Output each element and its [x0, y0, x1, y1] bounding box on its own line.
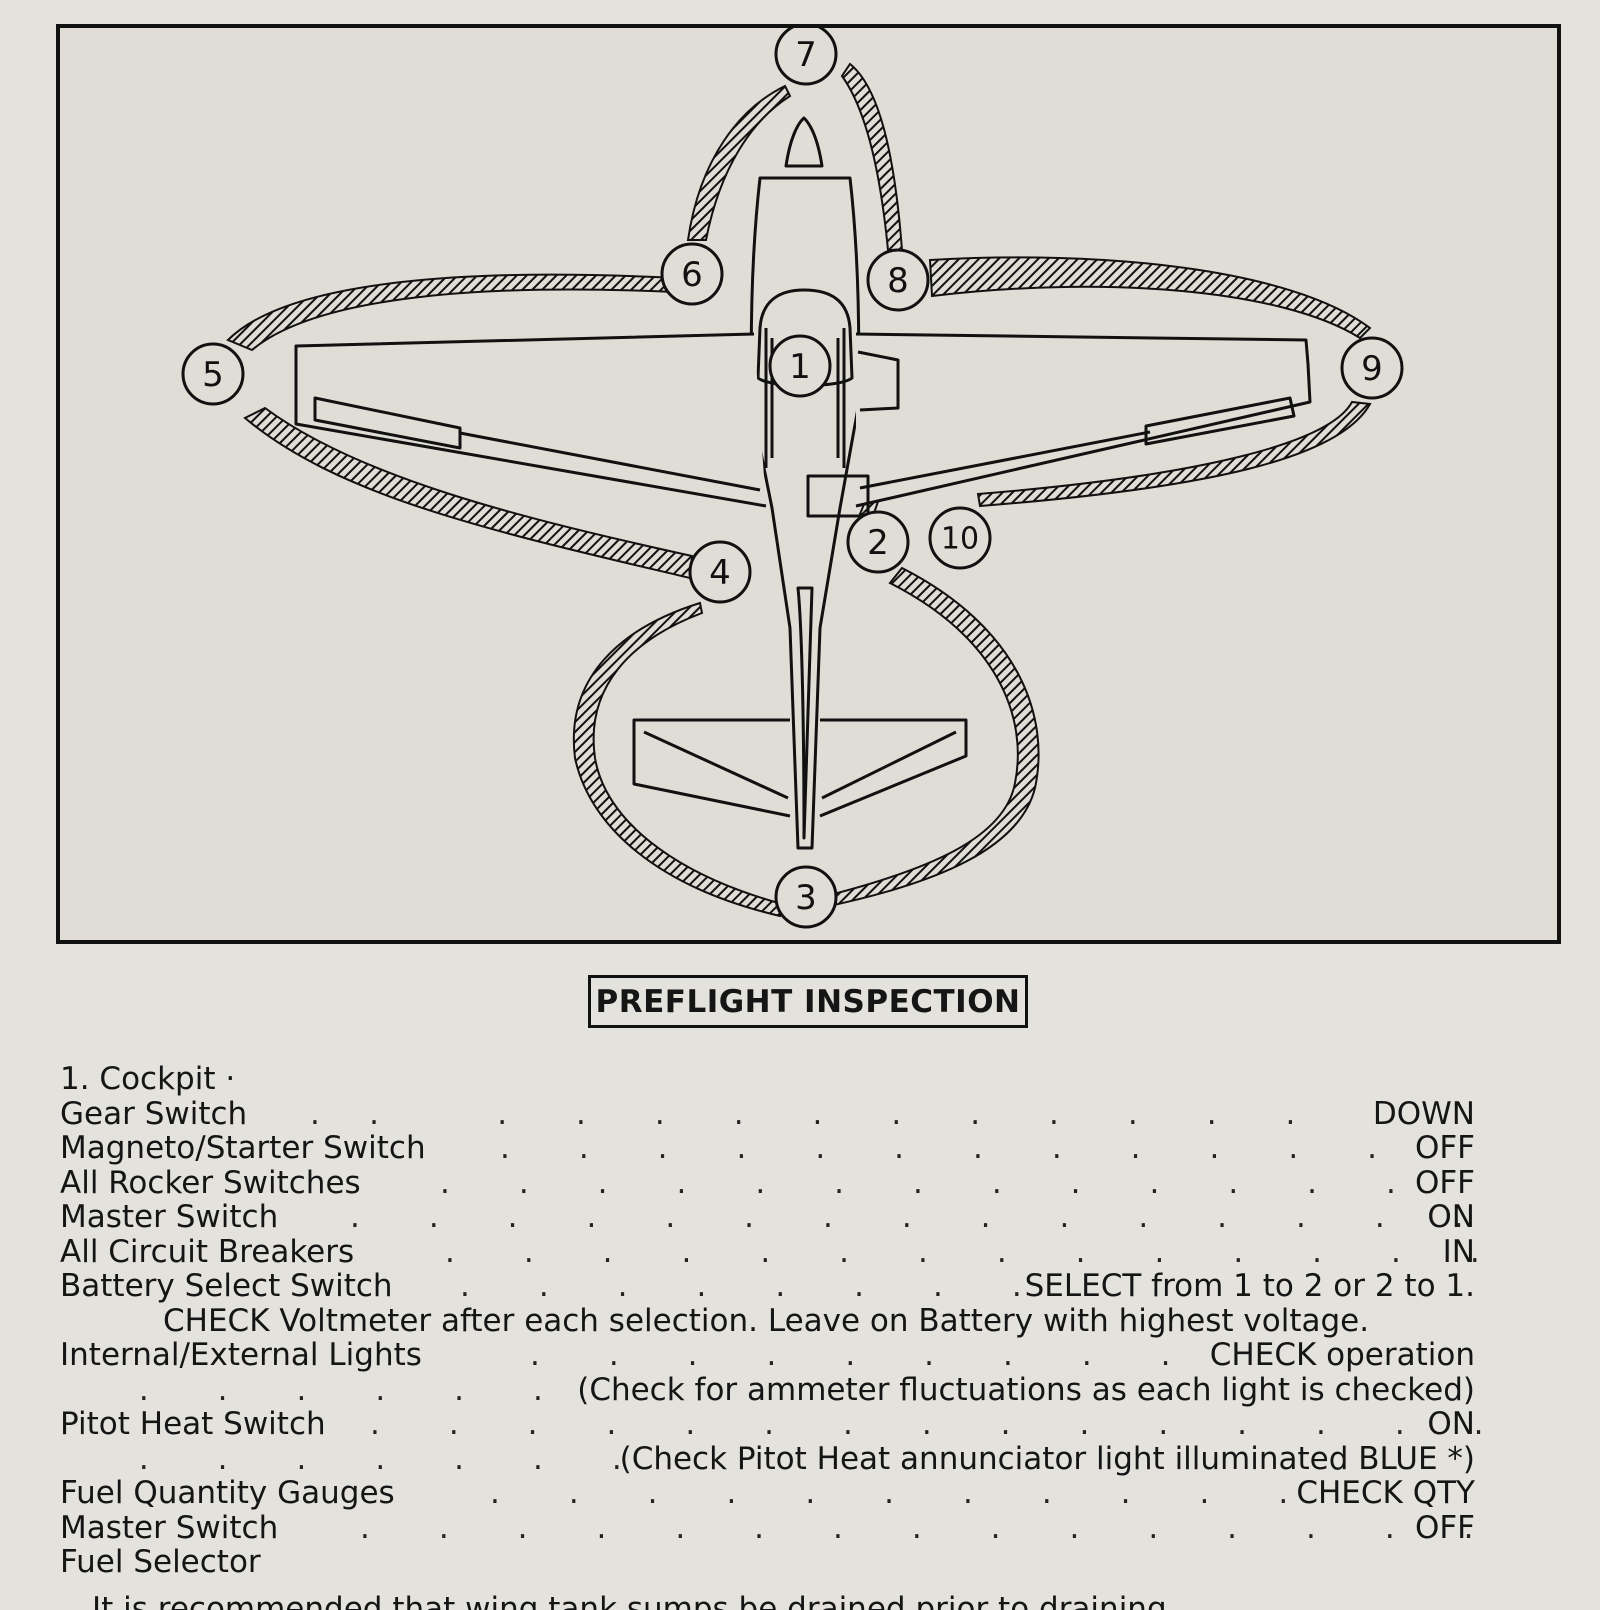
aircraft-outline — [294, 116, 1312, 850]
svg-text:2: 2 — [867, 523, 889, 563]
checklist-row: Gear Switch . . . . . . . . . . . . . DO… — [60, 1095, 1475, 1132]
stop-marker-2: 2 — [846, 510, 910, 574]
item-value: CHECK QTY — [1296, 1475, 1475, 1511]
svg-text:5: 5 — [202, 355, 224, 395]
checklist-heading: 1. Cockpit · — [60, 1062, 1475, 1097]
checklist-row: Master Switch . . . . . . . . . . . . . … — [60, 1509, 1475, 1546]
item-label: Master Switch — [60, 1509, 279, 1546]
path-3-4 — [572, 601, 784, 918]
stop-marker-7: 7 — [774, 28, 838, 86]
checklist-row: Fuel Quantity Gauges . . . . . . . . . .… — [60, 1476, 1475, 1511]
checklist-note: CHECK Voltmeter after each selection. Le… — [60, 1302, 1475, 1339]
item-value: IN — [1442, 1233, 1475, 1270]
checklist-row: All Circuit Breakers . . . . . . . . . .… — [60, 1233, 1480, 1270]
item-value: OFF — [1414, 1130, 1475, 1166]
item-label: Fuel Quantity Gauges — [60, 1475, 395, 1511]
item-label: Gear Switch — [60, 1095, 248, 1132]
checklist-row: Battery Select Switch . . . . . . . . SE… — [60, 1269, 1475, 1304]
svg-text:10: 10 — [941, 522, 979, 557]
checklist-row: Pitot Heat Switch . . . . . . . . . . . … — [60, 1406, 1484, 1442]
item-label: Magneto/Starter Switch — [60, 1130, 426, 1166]
path-4-5 — [243, 406, 694, 580]
item-label: Fuel Selector — [60, 1544, 261, 1580]
item-label: Battery Select Switch — [60, 1268, 393, 1304]
leader-dots: . . . . . . . . . . . — [490, 1475, 1289, 1511]
note-text: (Check Pitot Heat annunciator light illu… — [619, 1440, 1475, 1477]
checklist-row: Fuel Selector — [60, 1545, 1475, 1580]
checklist-note: . . . . . . (Check for ammeter fluctuati… — [60, 1371, 1475, 1408]
item-value: OFF — [1414, 1509, 1475, 1546]
note-text: (Check for ammeter fluctuations as each … — [577, 1371, 1475, 1408]
walkaround-diagram: 1 2 3 4 5 — [56, 24, 1561, 944]
item-value: OFF — [1414, 1164, 1475, 1201]
leader-dots: . . . . . . . . . . . . . — [440, 1164, 1396, 1201]
item-label: All Circuit Breakers — [60, 1233, 355, 1270]
stop-marker-6: 6 — [660, 242, 724, 306]
checklist-row: Magneto/Starter Switch . . . . . . . . .… — [60, 1131, 1475, 1166]
item-label: Pitot Heat Switch — [60, 1406, 326, 1442]
leader-dots: . . . . . . . . . . . . — [500, 1130, 1378, 1166]
item-value: SELECT from 1 to 2 or 2 to 1. — [1024, 1268, 1475, 1304]
checklist-heading-text: 1. Cockpit · — [60, 1061, 236, 1097]
leader-dots: . . . . . . . . . . . . . — [310, 1095, 1296, 1132]
stop-marker-10: 10 — [928, 506, 992, 570]
stop-marker-1: 1 — [768, 334, 832, 398]
stop-marker-3: 3 — [774, 865, 838, 929]
cut-off-text: It is recommended that wing tank sumps b… — [92, 1590, 1167, 1610]
checklist-row: All Rocker Switches . . . . . . . . . . … — [60, 1164, 1475, 1201]
item-label: Internal/External Lights — [60, 1337, 422, 1373]
item-value: ON — [1427, 1199, 1475, 1235]
svg-text:4: 4 — [709, 553, 731, 593]
aircraft-walkaround-svg: 1 2 3 4 5 — [181, 28, 1404, 929]
cut-off-line: It is recommended that wing tank sumps b… — [60, 1580, 1475, 1610]
svg-text:1: 1 — [789, 347, 811, 387]
note-text: CHECK Voltmeter after each selection. Le… — [163, 1302, 1370, 1339]
leader-dots: . . . . . . . — [60, 1440, 622, 1477]
path-9-10 — [976, 400, 1372, 508]
path-8-9 — [928, 256, 1372, 340]
stop-marker-4: 4 — [688, 540, 752, 604]
checklist-row: Internal/External Lights . . . . . . . .… — [60, 1338, 1475, 1373]
stop-marker-9: 9 — [1340, 336, 1404, 400]
item-value: CHECK operation — [1209, 1337, 1475, 1373]
stop-marker-8: 8 — [866, 248, 930, 312]
checklist-row: Master Switch . . . . . . . . . . . . . … — [60, 1200, 1475, 1235]
svg-text:3: 3 — [795, 878, 817, 918]
leader-dots: . . . . . . — [60, 1371, 543, 1408]
leader-dots: . . . . . . . . . . . . . . . — [360, 1509, 1474, 1546]
stop-marker-5: 5 — [181, 342, 245, 406]
cockpit-checklist: 1. Cockpit · Gear Switch . . . . . . . .… — [60, 1062, 1484, 1610]
item-value: DOWN — [1372, 1095, 1475, 1132]
item-value: ON — [1427, 1406, 1475, 1442]
item-label: Master Switch — [60, 1199, 279, 1235]
path-6-7 — [686, 84, 792, 241]
leader-dots: . . . . . . . . . — [530, 1337, 1171, 1373]
svg-text:6: 6 — [681, 255, 703, 295]
section-title: PREFLIGHT INSPECTION — [588, 975, 1028, 1028]
section-title-text: PREFLIGHT INSPECTION — [595, 983, 1021, 1020]
leader-dots: . . . . . . . . — [460, 1268, 1022, 1304]
svg-text:7: 7 — [795, 35, 817, 75]
svg-text:9: 9 — [1361, 349, 1383, 389]
item-label: All Rocker Switches — [60, 1164, 361, 1201]
leader-dots: . . . . . . . . . . . . . . — [445, 1233, 1480, 1270]
checklist-note: . . . . . . . (Check Pitot Heat annuncia… — [60, 1440, 1475, 1477]
station-markers: 1 2 3 4 5 — [181, 28, 1404, 929]
walkaround-path — [226, 62, 1372, 918]
leader-dots: . . . . . . . . . . . . . . . — [370, 1406, 1484, 1442]
leader-dots: . . . . . . . . . . . . . . . — [350, 1199, 1464, 1235]
svg-text:8: 8 — [887, 261, 909, 301]
